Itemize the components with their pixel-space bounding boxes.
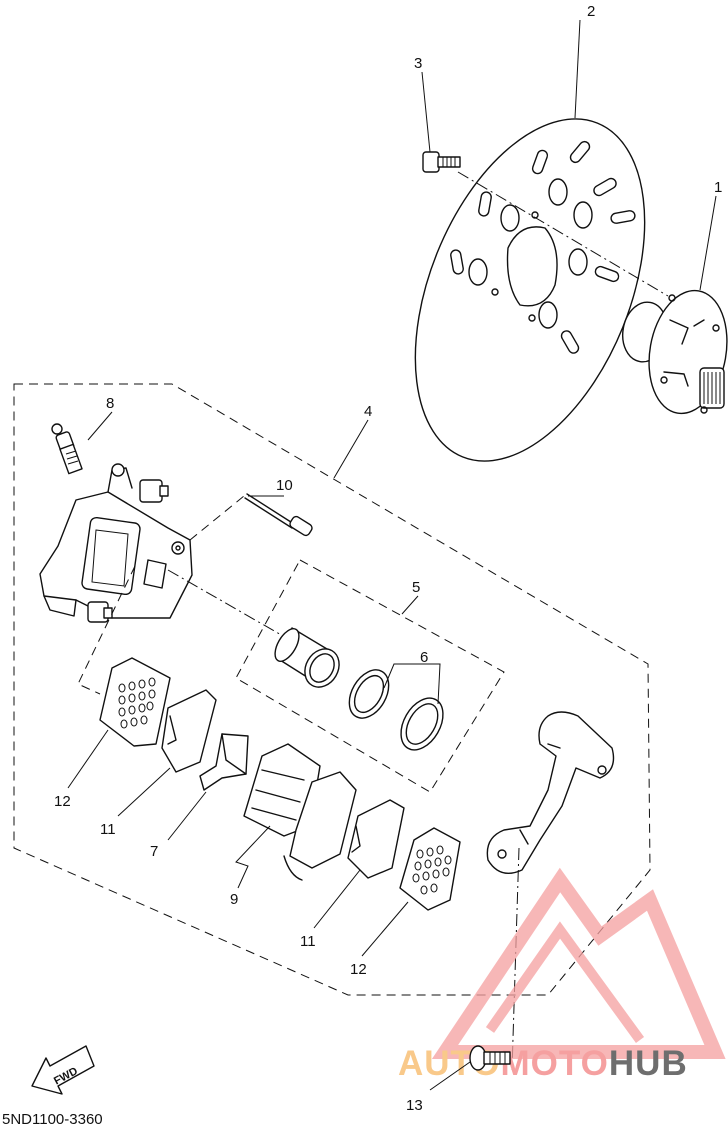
callout-13: 13: [406, 1097, 423, 1114]
watermark-triangle: [431, 867, 726, 1059]
piston: [274, 627, 340, 688]
callout-12-left: 12: [54, 793, 71, 810]
bleed-screw: [51, 423, 83, 475]
pad-pin: [244, 493, 313, 537]
callout-8: 8: [106, 395, 114, 412]
callout-1: 1: [714, 179, 722, 196]
caliper-bracket: [486, 711, 615, 874]
watermark-logo: [431, 867, 726, 1059]
leader-lines: [67, 19, 717, 1091]
watermark-triangle-inner: [485, 921, 645, 1043]
brake-pad-right: [347, 799, 405, 879]
callout-4: 4: [364, 403, 372, 420]
brake-disc: [414, 118, 646, 462]
watermark-text: AUTOMOTOHUB: [398, 1044, 688, 1083]
forward-arrow-icon: FWD: [31, 1045, 95, 1095]
callout-9: 9: [230, 891, 238, 908]
callout-labels: 2 3 1 4 8 10 5 6 12 11 7 9 11 12 13: [54, 3, 722, 1114]
wheel-hub: [622, 289, 728, 415]
pad-shim-right: [399, 827, 461, 911]
callout-7: 7: [150, 843, 158, 860]
callout-2: 2: [587, 3, 595, 20]
caliper-body: [39, 463, 193, 623]
callout-11-left: 11: [100, 821, 116, 838]
callout-5: 5: [412, 579, 420, 596]
piston-kit-boundary: [235, 559, 505, 793]
callout-6: 6: [420, 649, 428, 666]
pad-shim-left: [99, 657, 171, 747]
callout-11-right: 11: [300, 933, 316, 950]
drawing-code: 5ND1100-3360: [2, 1111, 103, 1128]
callout-12-right: 12: [350, 961, 367, 978]
callout-3: 3: [414, 55, 422, 72]
brake-pad-left: [161, 689, 217, 773]
disc-bolt: [422, 151, 461, 173]
bracket-bolt: [469, 1045, 511, 1071]
brake-pad-set: [243, 743, 357, 881]
piston-seals: [348, 669, 444, 751]
pad-spring: [199, 733, 249, 791]
callout-10: 10: [276, 477, 293, 494]
